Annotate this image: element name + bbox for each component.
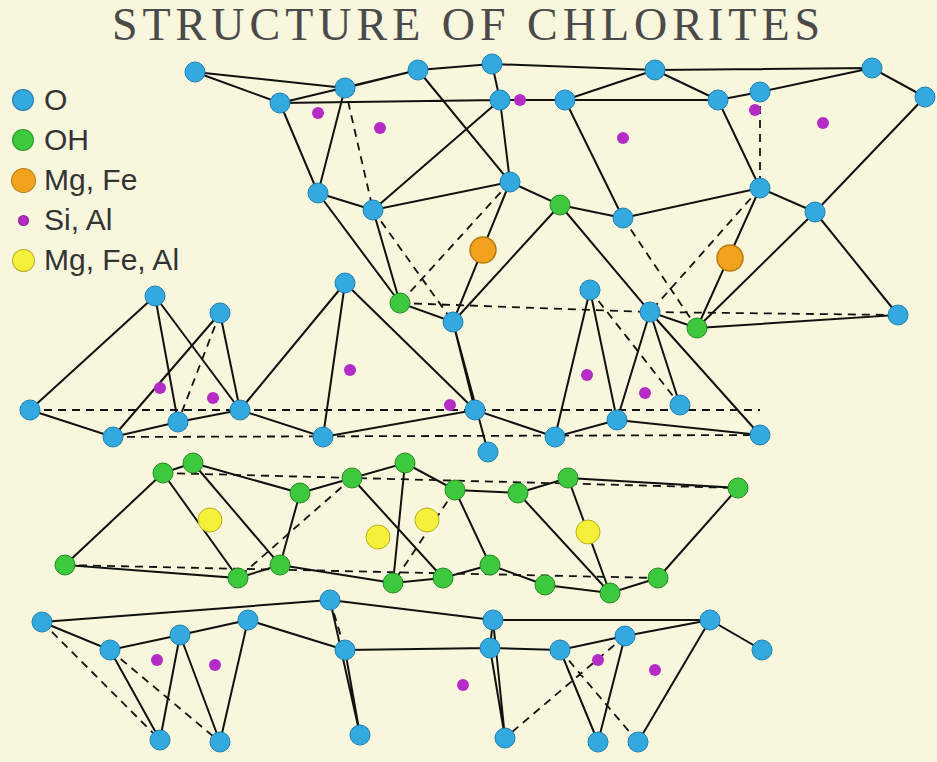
swatch-box — [8, 125, 38, 155]
legend-row: O — [8, 80, 179, 120]
legend-row: Mg, Fe, Al — [8, 240, 179, 280]
mg-fe-atoms — [470, 237, 743, 271]
si-al-atoms — [151, 94, 829, 691]
bond-lines — [195, 64, 925, 328]
swatch-box — [8, 205, 38, 235]
legend-row: Si, Al — [8, 200, 179, 240]
mg-fe-al-atoms — [198, 508, 600, 549]
legend-swatch — [18, 215, 29, 226]
legend-text: Mg, Fe — [44, 163, 137, 197]
legend-swatch — [12, 249, 35, 272]
legend-swatch — [12, 89, 34, 111]
legend-swatch — [12, 129, 34, 151]
legend-text: O — [44, 83, 67, 117]
legend-text: Mg, Fe, Al — [44, 243, 179, 277]
legend-row: OH — [8, 120, 179, 160]
bond-lines — [65, 463, 738, 593]
title: STRUCTURE OF CHLORITES — [0, 0, 937, 50]
swatch-box — [8, 85, 38, 115]
bond-lines — [42, 600, 762, 742]
legend-text: OH — [44, 123, 89, 157]
legend: O OH Mg, Fe Si, Al Mg, Fe, Al — [8, 80, 179, 280]
swatch-box — [8, 165, 38, 195]
legend-row: Mg, Fe — [8, 160, 179, 200]
dashed-bonds — [30, 88, 898, 742]
oxygen-atoms — [20, 54, 935, 752]
swatch-box — [8, 245, 38, 275]
legend-text: Si, Al — [44, 203, 112, 237]
legend-swatch — [11, 168, 36, 193]
